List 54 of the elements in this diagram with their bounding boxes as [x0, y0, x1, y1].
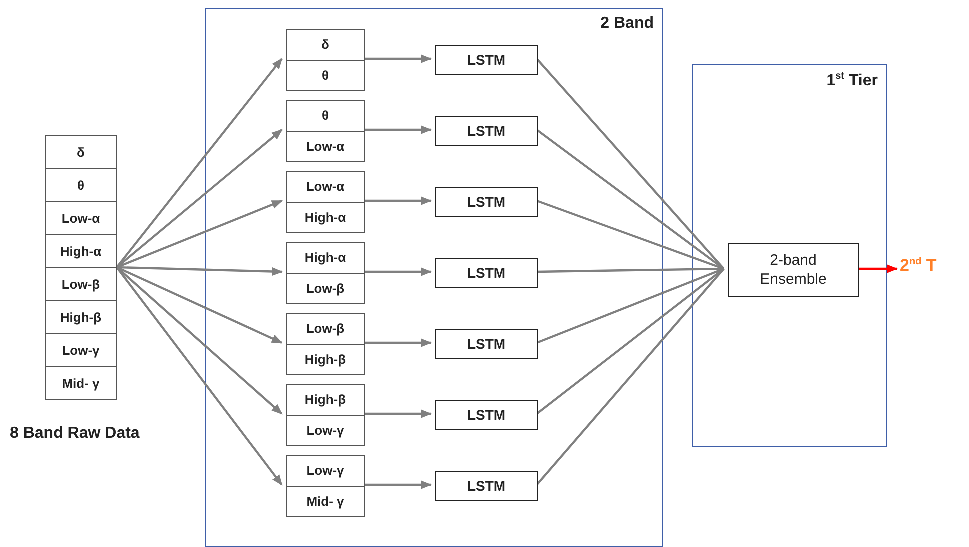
table-cell: θ: [46, 168, 116, 201]
table-cell: Low-α: [46, 201, 116, 234]
band-pair-box: [286, 29, 365, 91]
table-cell-text: δ: [320, 36, 330, 54]
table-cell-text: High-β: [304, 391, 348, 410]
arrow: [116, 266, 284, 276]
process-box: LSTM: [435, 116, 538, 146]
arrow: [364, 480, 432, 490]
process-box: LSTM: [435, 45, 538, 75]
process-box: LSTM: [435, 329, 538, 359]
arrow: [858, 264, 898, 274]
table-cell: High-β: [287, 344, 364, 374]
band-pair-box: [286, 242, 365, 304]
table-cell-text: Low-β: [305, 320, 346, 338]
table-cell: Low-α: [287, 130, 364, 161]
process-box: LSTM: [435, 187, 538, 217]
table-cell: Mid- γ: [287, 486, 364, 516]
arrow: [364, 54, 432, 64]
table-cell: θ: [287, 60, 364, 90]
band-table: [45, 135, 117, 400]
table-cell-text: θ: [320, 107, 330, 126]
process-box: LSTM: [435, 471, 538, 501]
table-cell: High-α: [287, 202, 364, 232]
arrow: [364, 268, 432, 276]
table-cell: Low-γ: [287, 414, 364, 445]
band-pair-box: [286, 313, 365, 375]
process-box: 2-band Ensemble: [728, 243, 859, 297]
table-cell: High-β: [46, 300, 116, 333]
table-cell-text: Low-α: [305, 178, 346, 196]
table-caption: 8 Band Raw Data: [10, 425, 140, 443]
table-cell: Mid- γ: [46, 366, 116, 399]
band-pair-box: [286, 100, 365, 162]
process-box: LSTM: [435, 258, 538, 288]
group-frame: [692, 64, 887, 447]
frame-title: 1$^{st}$ Tier: [826, 71, 878, 90]
arrow: [364, 410, 432, 418]
output-label: 2$^{nd}$ T: [900, 256, 937, 276]
table-cell-text: δ: [76, 144, 86, 162]
group-frame: [205, 8, 663, 547]
table-cell: High-α: [46, 234, 116, 267]
table-cell: Low-β: [46, 267, 116, 300]
table-cell: Low-γ: [46, 333, 116, 366]
arrow: [364, 338, 432, 348]
arrow: [364, 126, 432, 134]
band-pair-box: [286, 171, 365, 233]
table-cell-text: High-α: [304, 249, 348, 268]
table-cell: Low-β: [287, 272, 364, 303]
frame-title: 2 Band: [600, 15, 654, 33]
band-pair-box: [286, 384, 365, 446]
process-box: LSTM: [435, 400, 538, 430]
table-cell-text: Low-γ: [306, 462, 346, 480]
arrow: [364, 196, 432, 206]
arrow: [116, 58, 283, 268]
band-pair-box: [286, 455, 365, 517]
